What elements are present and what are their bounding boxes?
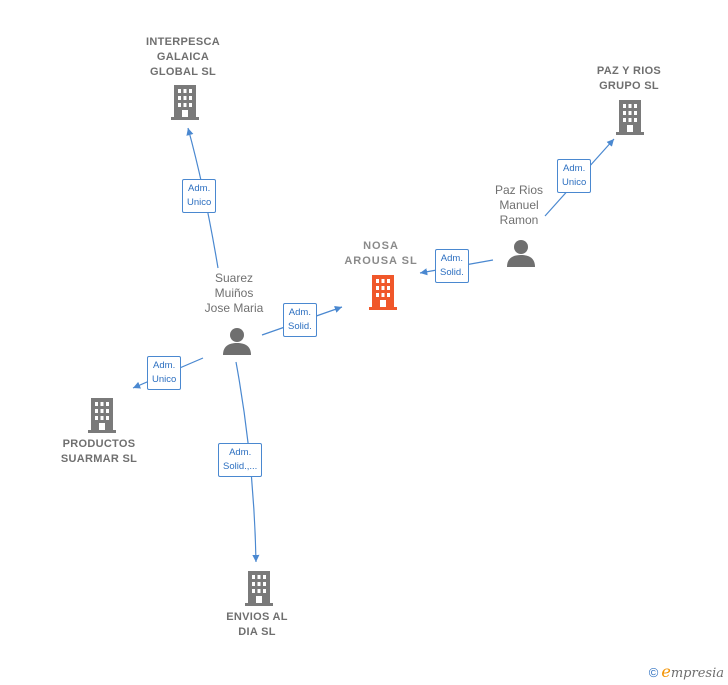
edge-role-line: Solid.: [440, 267, 464, 278]
label-line: INTERPESCA: [146, 36, 220, 48]
edge-badge-paz-rios-nosa-arousa[interactable]: Adm. Solid.: [435, 249, 469, 283]
edge-role-line: Solid.: [288, 321, 312, 332]
person-icon[interactable]: [222, 326, 252, 356]
node-label-paz-rios-manuel[interactable]: Paz Rios Manuel Ramon: [495, 183, 543, 228]
label-line: AROUSA SL: [344, 255, 418, 267]
node-label-nosa-arousa[interactable]: NOSA AROUSA SL: [344, 239, 417, 269]
label-line: PAZ Y RIOS: [596, 65, 662, 77]
company-building-icon[interactable]: [243, 570, 275, 606]
node-label-envios[interactable]: ENVIOS AL DIA SL: [226, 610, 288, 640]
label-line: SUARMAR SL: [60, 453, 138, 465]
label-line: Muiños: [214, 286, 254, 300]
label-line: Jose Maria: [204, 301, 264, 315]
edge-role-line: Adm.: [440, 253, 463, 264]
edge-role-line: Adm.: [563, 163, 586, 174]
edge-role-line: Adm.: [288, 307, 311, 318]
company-building-icon[interactable]: [614, 99, 646, 135]
label-line: NOSA: [363, 240, 399, 252]
edge-role-line: Adm.: [153, 360, 176, 371]
node-label-interpesca[interactable]: INTERPESCA GALAICA GLOBAL SL: [146, 35, 220, 80]
edge-role-line: Unico: [187, 197, 212, 208]
node-label-suarez[interactable]: Suarez Muiños Jose Maria: [205, 271, 264, 316]
label-line: GRUPO SL: [599, 80, 659, 92]
main-company-building-icon[interactable]: [366, 274, 400, 310]
company-building-icon[interactable]: [169, 84, 201, 120]
edge-badge-suarez-interpesca[interactable]: Adm. Unico: [182, 179, 217, 213]
label-line: ENVIOS AL: [226, 611, 288, 623]
label-line: GLOBAL SL: [149, 66, 217, 78]
label-line: Suarez: [214, 271, 254, 285]
edge-role-line: Solid.,...: [223, 461, 258, 472]
edge-role-line: Adm.: [188, 183, 211, 194]
label-line: PRODUCTOS: [62, 438, 136, 450]
edge-badge-suarez-productos[interactable]: Adm. Unico: [147, 356, 182, 390]
node-label-paz-rios-grupo[interactable]: PAZ Y RIOS GRUPO SL: [597, 64, 661, 94]
label-line: GALAICA: [156, 51, 210, 63]
label-line: DIA SL: [238, 626, 276, 638]
company-building-icon[interactable]: [86, 397, 118, 433]
person-icon[interactable]: [506, 238, 536, 268]
node-label-productos[interactable]: PRODUCTOS SUARMAR SL: [61, 437, 137, 467]
label-line: Paz Rios: [494, 183, 544, 197]
edge-badge-suarez-envios[interactable]: Adm. Solid.,...: [218, 443, 263, 477]
edge-role-line: Adm.: [229, 447, 252, 458]
footer-brand: ©empresia: [649, 662, 724, 681]
edge-badge-paz-rios-grupo[interactable]: Adm. Unico: [557, 159, 592, 193]
edge-role-line: Unico: [152, 374, 177, 385]
label-line: Ramon: [499, 213, 539, 227]
edge-badge-suarez-nosa-arousa[interactable]: Adm. Solid.: [283, 303, 317, 337]
label-line: Manuel: [499, 198, 539, 212]
copyright-icon: ©: [648, 665, 659, 680]
brand-logo-text: mpresia: [670, 666, 724, 681]
brand-logo-e: e: [661, 662, 671, 681]
edge-role-line: Unico: [562, 177, 587, 188]
